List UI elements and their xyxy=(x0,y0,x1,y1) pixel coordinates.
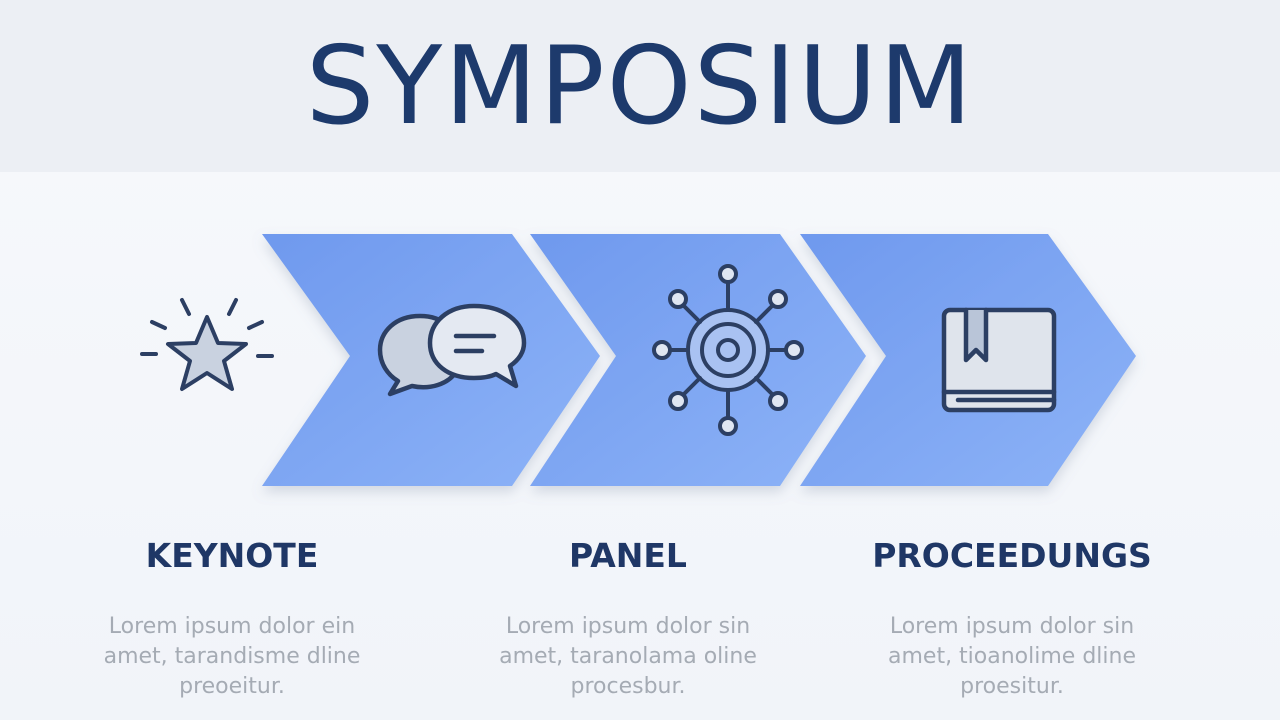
page-title: SYMPOSIUM xyxy=(305,24,975,149)
step-description-panel: Lorem ipsum dolor sin amet, taranolama o… xyxy=(499,614,757,699)
step-description-proceedungs: Lorem ipsum dolor sin amet, tioanolime d… xyxy=(888,614,1136,699)
star-icon xyxy=(140,298,274,391)
chat-bubbles-icon xyxy=(377,303,527,397)
step-label-proceedungs: PROCEEDUNGS xyxy=(872,536,1152,575)
network-hub-icon xyxy=(652,264,804,436)
step-description-keynote: Lorem ipsum dolor ein amet, tarandisme d… xyxy=(103,614,361,699)
book-icon xyxy=(941,307,1057,413)
step-label-keynote: KEYNOTE xyxy=(145,536,319,575)
step-label-panel: PANEL xyxy=(569,536,687,575)
title-band xyxy=(0,0,1280,172)
